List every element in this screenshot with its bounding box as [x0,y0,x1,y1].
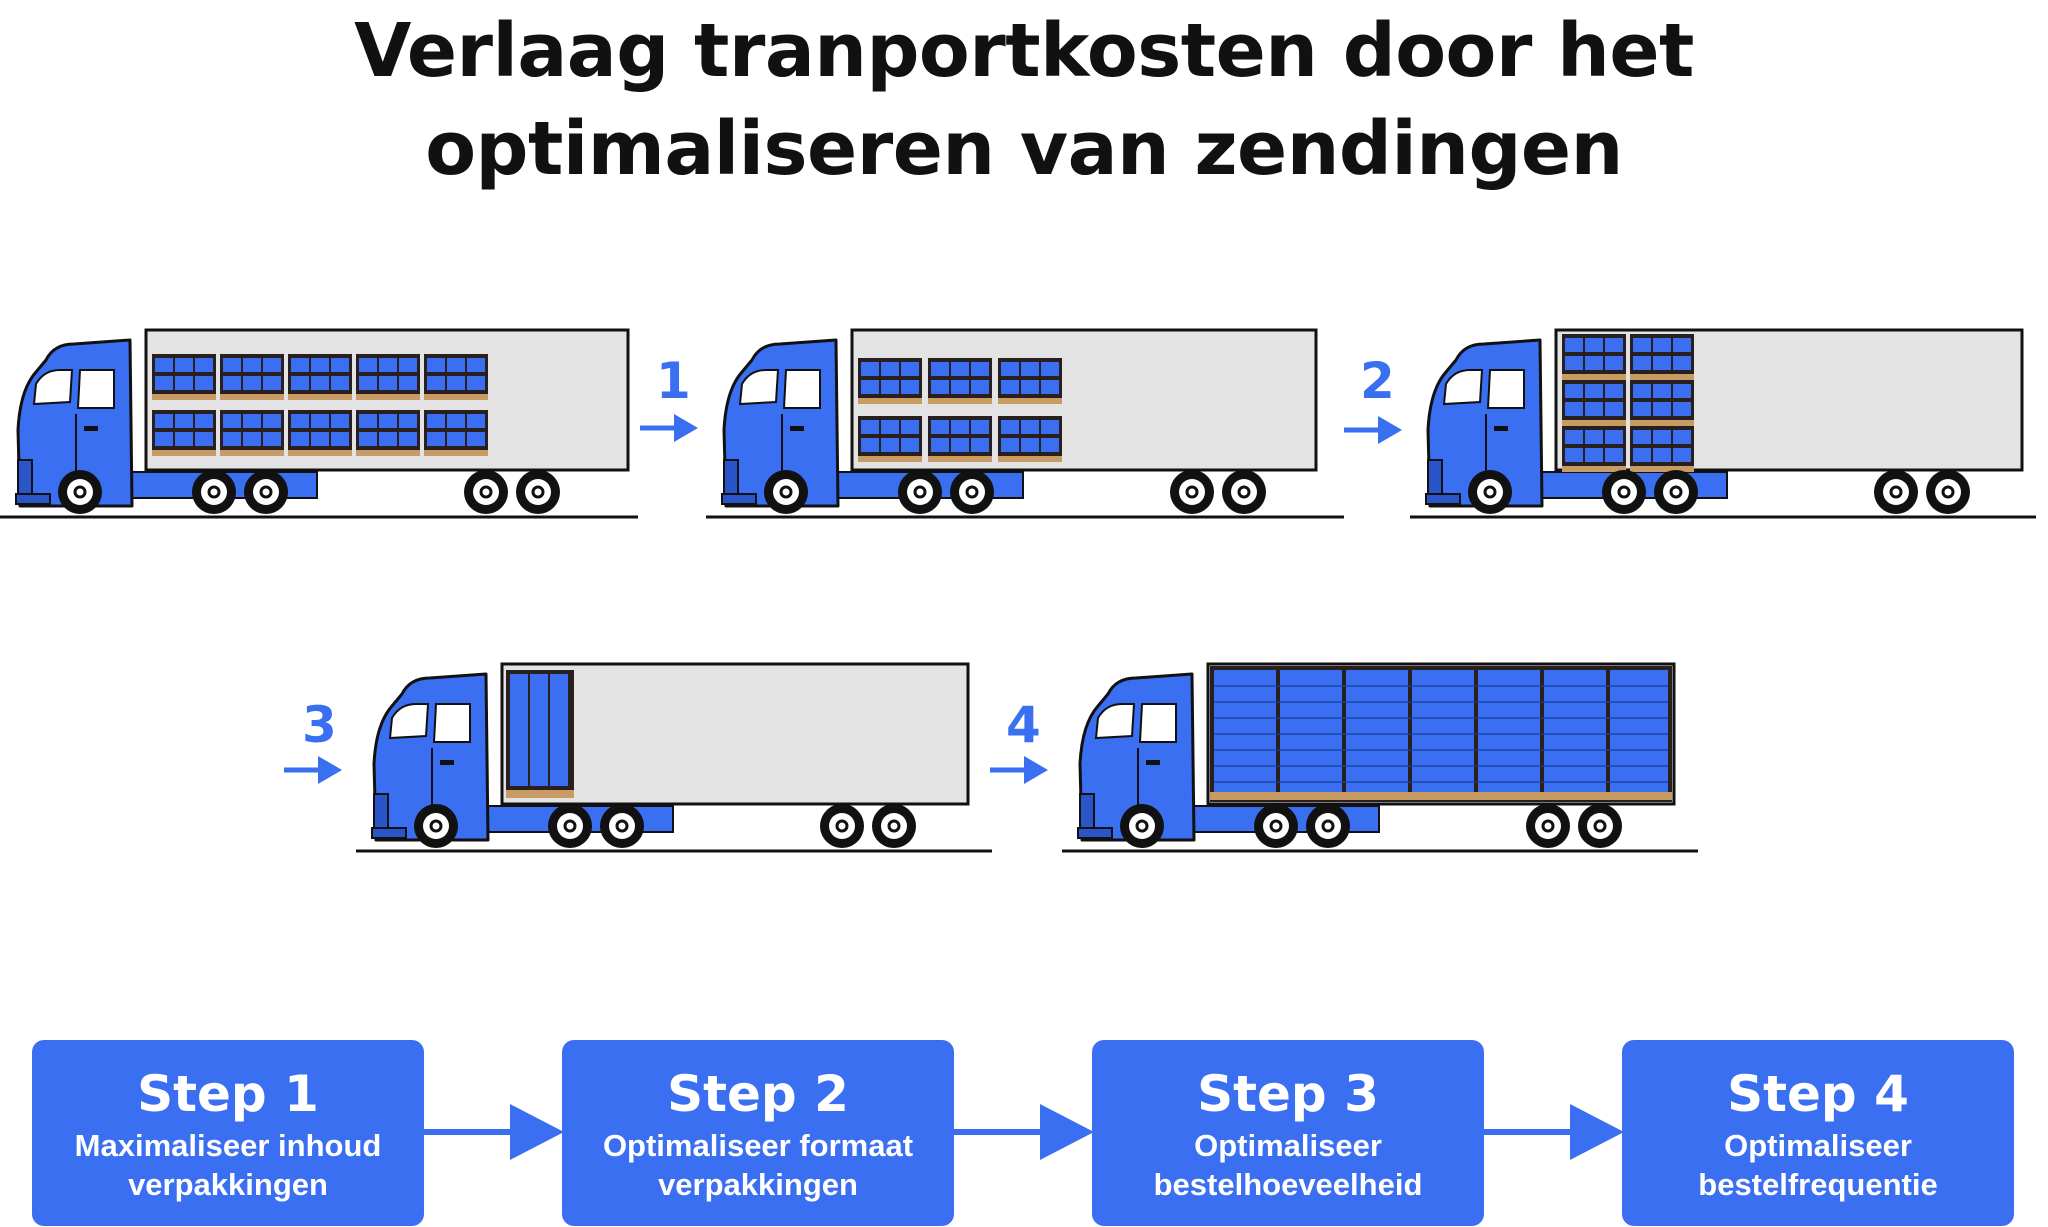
step-description-line-1: Optimaliseer formaat [602,1128,914,1163]
step-card-2: Step 2 Optimaliseer formaat verpakkingen [562,1040,954,1226]
step-heading: Step 4 [1727,1065,1909,1123]
step-description-line-2: verpakkingen [658,1167,858,1202]
arrow-right-icon [1344,416,1402,444]
truck-4 [356,662,992,853]
stage-label-2: 2 [1360,352,1395,410]
step-heading: Step 3 [1197,1065,1379,1123]
step-description-line-2: bestelhoeveelheid [1153,1167,1423,1202]
step-connector-2 [954,1104,1094,1160]
cargo-truck-4 [506,670,574,798]
cargo-truck-5 [1210,666,1672,802]
step-card-3: Step 3 Optimaliseer bestelhoeveelheid [1092,1040,1484,1226]
arrow-right-icon [284,756,342,784]
step-connector-3 [1484,1104,1624,1160]
step-heading: Step 2 [667,1065,849,1123]
step-card-4: Step 4 Optimaliseer bestelfrequentie [1622,1040,2014,1226]
stage-label-1: 1 [656,352,691,410]
step-description-line-1: Optimaliseer [1724,1128,1912,1163]
title-line-1: Verlaag tranportkosten door het [354,8,1694,94]
step-description-line-1: Maximaliseer inhoud [74,1128,382,1163]
step-card-1: Step 1 Maximaliseer inhoud verpakkingen [32,1040,424,1226]
truck-5 [1062,662,1698,853]
step-connector-1 [424,1104,564,1160]
stage-label-3: 3 [302,696,337,754]
truck-1 [0,328,638,519]
stage-label-4: 4 [1006,696,1041,754]
step-description-line-1: Optimaliseer [1194,1128,1382,1163]
arrow-right-icon [640,414,698,442]
step-description-line-2: verpakkingen [128,1167,328,1202]
step-heading: Step 1 [137,1065,319,1123]
title-line-2: optimaliseren van zendingen [425,106,1623,192]
page-title: Verlaag tranportkosten door het optimali… [0,0,2048,198]
step-description-line-2: bestelfrequentie [1698,1167,1938,1202]
truck-3 [1410,328,2036,519]
truck-2 [706,328,1344,519]
arrow-right-icon [990,756,1048,784]
